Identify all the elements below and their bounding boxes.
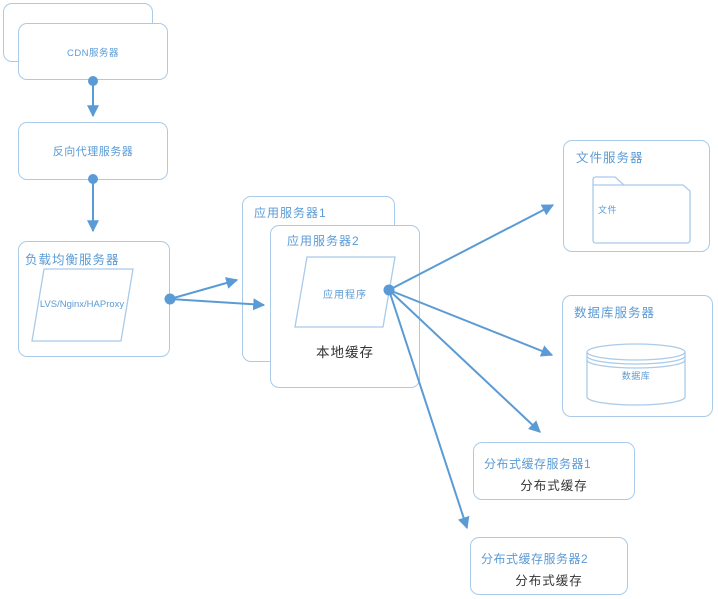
connector-loadbalancer-to-app1 [169,277,239,300]
load-balancer-component-label: LVS/Nginx/HAProxy [39,299,125,310]
node-database-server: 数据库服务器 [562,295,713,417]
node-app-server-2: 应用服务器2 [270,225,420,388]
node-cdn-server: CDN服务器 [18,23,168,80]
application-shape-label: 应用程序 [323,290,367,301]
node-cache-server-1: 分布式缓存服务器1 分布式缓存 [473,442,635,500]
cache-server-1-label: 分布式缓存服务器1 [484,457,592,471]
cache-server-2-label: 分布式缓存服务器2 [481,552,589,566]
cache-server-1-sub-label: 分布式缓存 [520,479,588,493]
local-cache-label: 本地缓存 [316,345,374,360]
node-cache-server-2: 分布式缓存服务器2 分布式缓存 [470,537,628,595]
folder-shape-label: 文件 [598,205,618,215]
app-server-1-label: 应用服务器1 [254,206,327,220]
node-reverse-proxy-server: 反向代理服务器 [18,122,168,180]
app-server-2-label: 应用服务器2 [287,234,360,248]
cache-server-2-sub-label: 分布式缓存 [515,574,583,588]
database-shape-label: 数据库 [621,371,651,381]
load-balancer-label: 负载均衡服务器 [25,253,120,267]
cdn-server-label: CDN服务器 [66,47,120,59]
node-file-server: 文件服务器 [563,140,710,252]
file-server-label: 文件服务器 [576,151,644,165]
database-server-label: 数据库服务器 [574,306,656,320]
reverse-proxy-label: 反向代理服务器 [52,146,134,158]
